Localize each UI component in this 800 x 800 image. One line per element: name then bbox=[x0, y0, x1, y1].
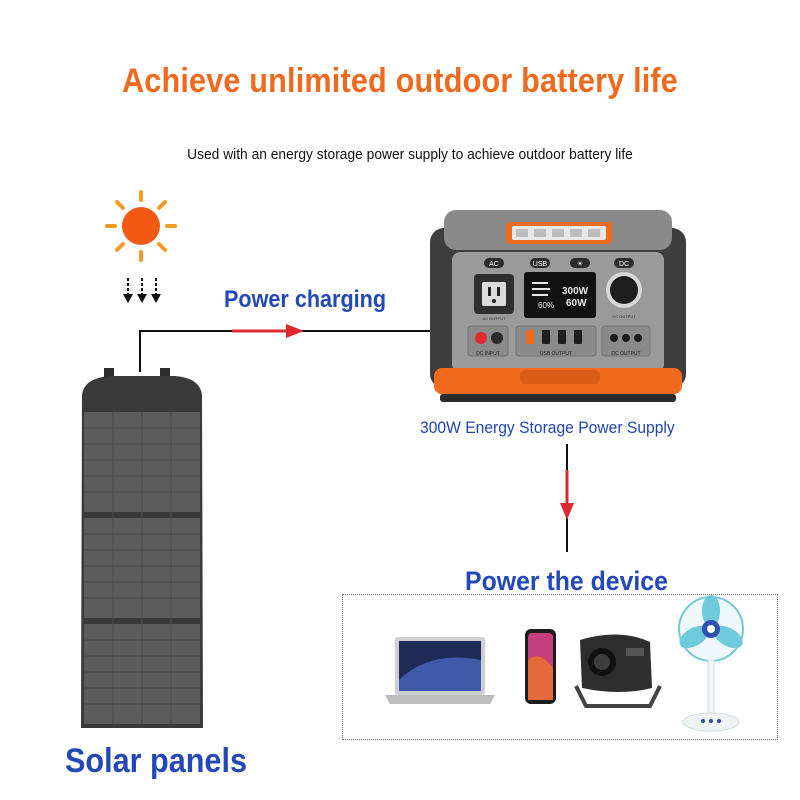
sun-icon bbox=[105, 190, 177, 262]
power-station-icon: AC USB ☀ DC AC OUTPUT 60% 300W 60W DC OU… bbox=[430, 210, 686, 402]
page-subtitle: Used with an energy storage power supply… bbox=[187, 146, 633, 163]
solar-panel-icon bbox=[81, 368, 203, 728]
label-dc-input: DC INPUT bbox=[476, 351, 500, 357]
label-usb-output: USB OUTPUT bbox=[540, 351, 572, 357]
label-usb: USB bbox=[533, 261, 548, 268]
charging-cable bbox=[139, 324, 430, 372]
fan-icon bbox=[678, 595, 744, 732]
label-dc: DC bbox=[619, 261, 629, 268]
label-light: ☀ bbox=[577, 260, 583, 268]
screen-in-watts: 300W bbox=[562, 286, 589, 297]
supply-arrow bbox=[560, 444, 574, 552]
device-box bbox=[342, 594, 778, 740]
label-power-device: Power the device bbox=[465, 566, 668, 596]
label-ac-output: AC OUTPUT bbox=[482, 316, 506, 321]
screen-out-watts: 60W bbox=[566, 298, 587, 309]
label-power-charging: Power charging bbox=[224, 286, 387, 313]
label-solar-panels: Solar panels bbox=[65, 742, 247, 780]
phone-icon bbox=[525, 629, 556, 704]
down-arrows-icon bbox=[123, 278, 161, 303]
label-ac: AC bbox=[489, 261, 499, 268]
projector-icon bbox=[574, 634, 662, 708]
label-dc-output: DC OUTPUT bbox=[611, 351, 640, 357]
screen-percent: 60% bbox=[538, 301, 554, 310]
label-dc-output-top: DC OUTPUT bbox=[612, 314, 636, 319]
laptop-icon bbox=[385, 637, 495, 704]
page-title: Achieve unlimited outdoor battery life bbox=[121, 62, 679, 100]
label-storage-name: 300W Energy Storage Power Supply bbox=[420, 418, 675, 437]
